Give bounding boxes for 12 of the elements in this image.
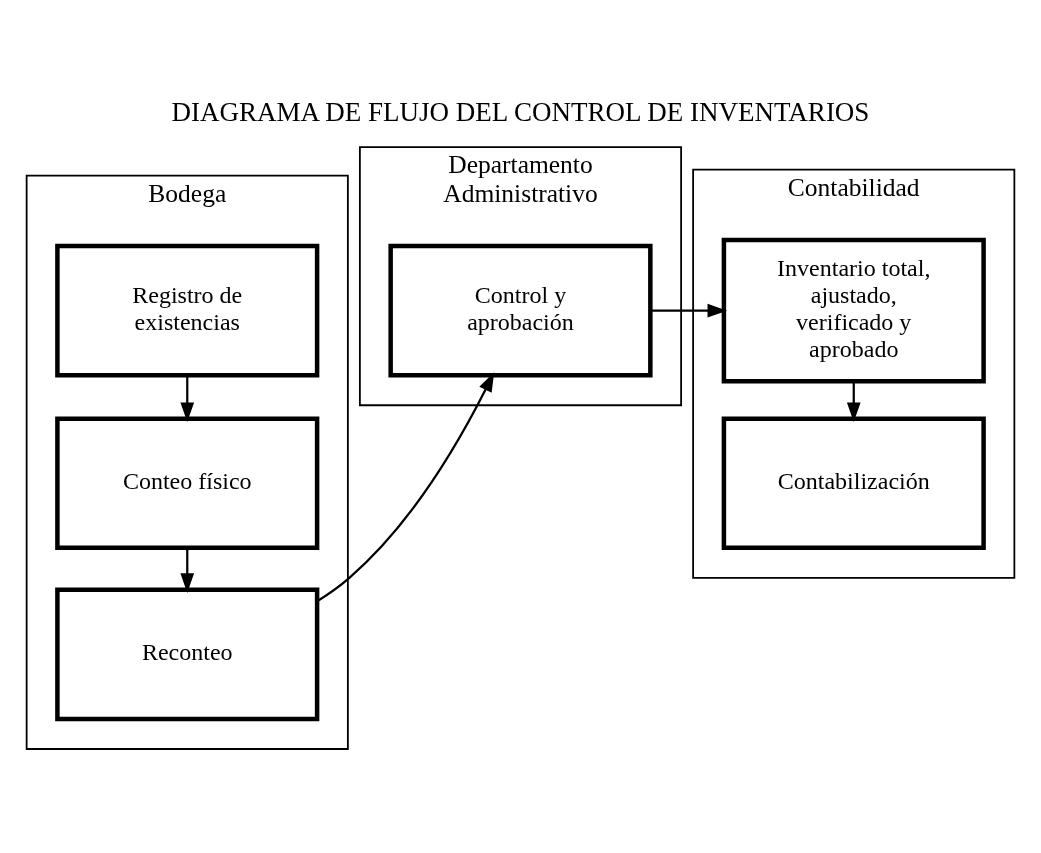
diagram-title: DIAGRAMA DE FLUJO DEL CONTROL DE INVENTARIOS (171, 96, 870, 127)
arrow (650, 303, 728, 317)
node-box: Contabilización (721, 416, 986, 550)
arrow (316, 371, 495, 602)
arrow (180, 547, 195, 593)
node-box: Reconteo (55, 587, 320, 721)
node-box: Inventario total, ajustado, verificado y aprobado (721, 237, 986, 383)
arrow (846, 381, 861, 422)
node-box: Control y aprobación (388, 243, 653, 377)
arrow (180, 374, 195, 422)
node-box: Conteo físico (55, 416, 320, 550)
node-box: Registro de existencias (55, 243, 320, 377)
